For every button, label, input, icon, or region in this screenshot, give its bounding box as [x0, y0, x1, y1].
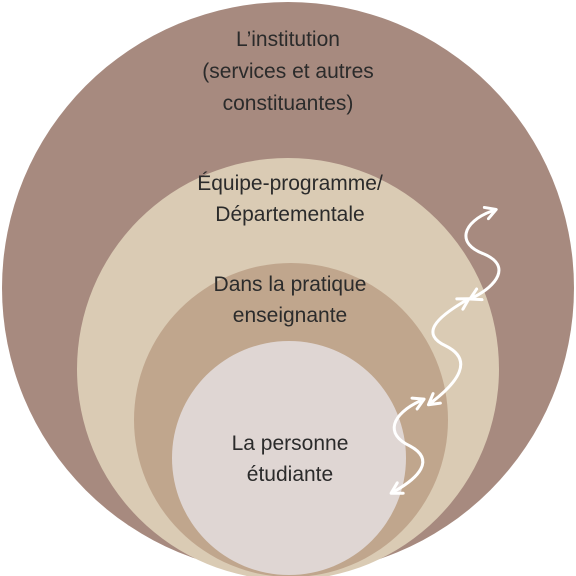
- label-etudiant-line-2: étudiante: [247, 463, 333, 486]
- label-programme-line-2: Départementale: [215, 203, 364, 226]
- ring-etudiant: [172, 341, 406, 575]
- label-institution-line-3: constituantes): [223, 92, 354, 115]
- connector-arrows: [389, 205, 501, 495]
- label-programme-line-1: Équipe-programme/: [197, 172, 383, 195]
- label-pratique-line-1: Dans la pratique: [214, 273, 367, 296]
- label-institution-line-2: (services et autres: [202, 60, 374, 83]
- label-pratique-line-2: enseignante: [233, 304, 347, 327]
- connector-arrow-programme-pratique: [426, 297, 471, 407]
- connector-arrow-pratique-etudiant: [389, 396, 426, 495]
- label-etudiant-line-1: La personne: [232, 432, 349, 455]
- connector-arrow-institution-programme: [464, 205, 501, 302]
- label-institution-line-1: L’institution: [236, 28, 340, 51]
